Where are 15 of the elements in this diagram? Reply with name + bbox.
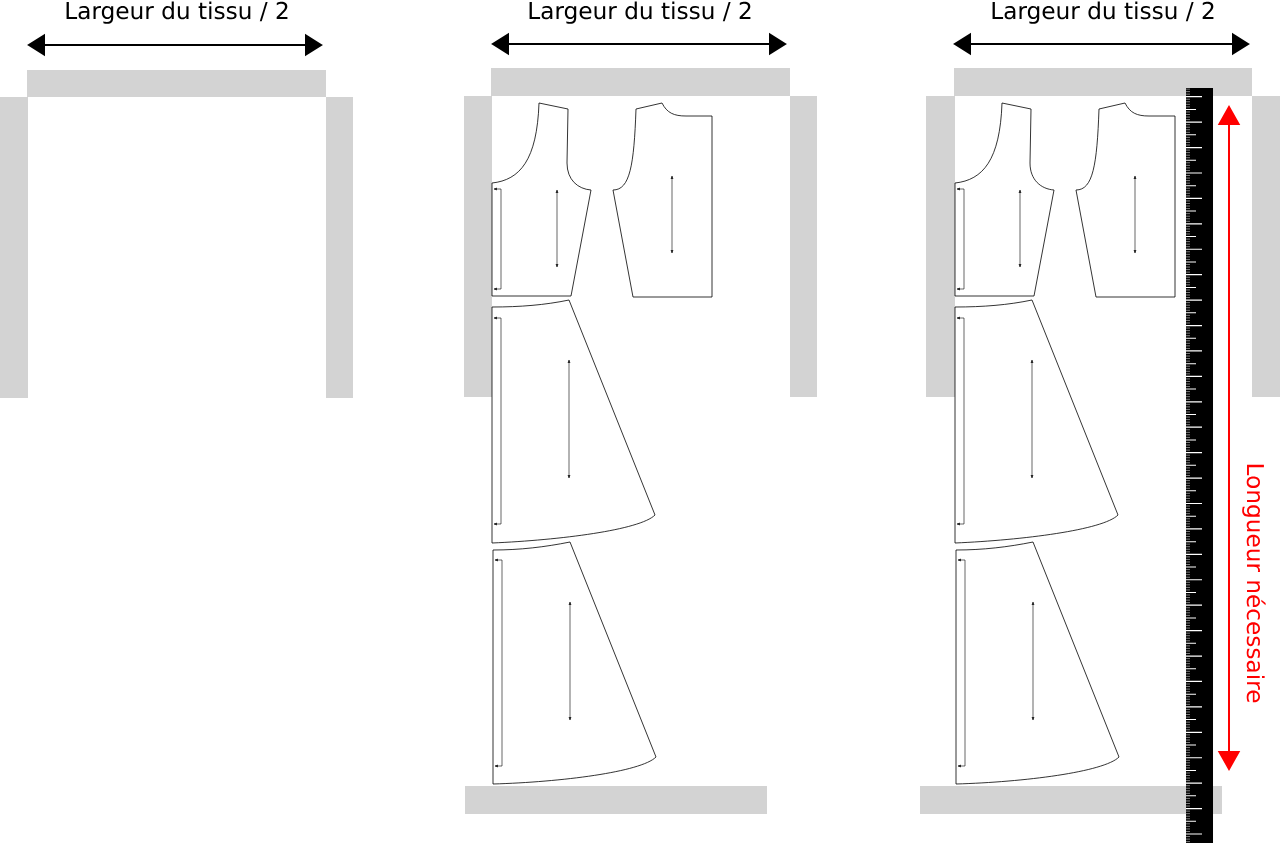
fabric-band [954,68,1252,96]
fabric-band [790,96,817,397]
fabric-band [491,68,790,96]
fabric-band [465,786,767,814]
fabric-band [1252,96,1280,397]
dimension-label: Largeur du tissu / 2 [66,1,288,24]
fabric-band [326,97,353,398]
fabric-band [464,96,492,397]
fabric-band [926,96,955,397]
dimension-label: Longueur nécessaire [1242,464,1266,703]
dimension-label: Largeur du tissu / 2 [529,1,751,24]
fabric-band [0,97,28,398]
fabric-band [27,70,326,97]
dimension-label: Largeur du tissu / 2 [992,1,1214,24]
fabric-band [920,786,1222,814]
